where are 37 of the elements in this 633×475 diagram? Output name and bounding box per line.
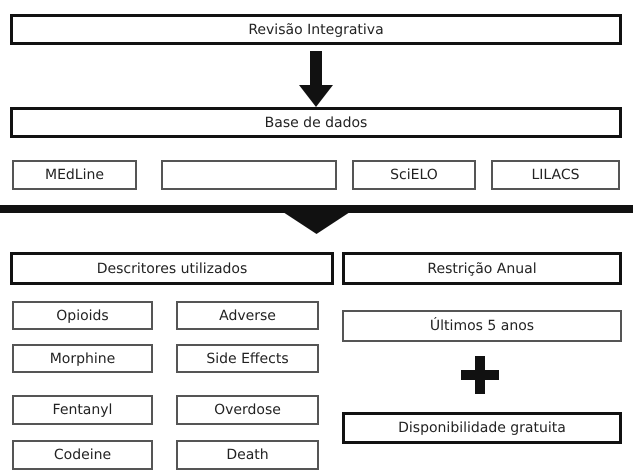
- item-box: [176, 344, 319, 373]
- empty-box: [161, 160, 337, 190]
- heading-box: [342, 252, 622, 285]
- box-label: SciELO: [390, 167, 438, 183]
- item-box: [12, 301, 153, 330]
- box-label: LILACS: [531, 167, 580, 183]
- box-label: Codeine: [54, 447, 112, 463]
- box-label: MEdLine: [45, 167, 104, 183]
- item-box: [176, 440, 319, 470]
- heading-box: [10, 107, 622, 138]
- item-box: [176, 301, 319, 330]
- box-label: Overdose: [214, 402, 281, 418]
- box-label: Disponibilidade gratuita: [398, 420, 566, 436]
- box-label: Revisão Integrativa: [248, 22, 384, 38]
- box-label: Morphine: [50, 350, 116, 366]
- item-box: [12, 160, 137, 190]
- box-label: Adverse: [219, 308, 276, 324]
- box-label: Opioids: [56, 308, 109, 324]
- item-box: [12, 344, 153, 373]
- item-box: [12, 395, 153, 425]
- box-label: Fentanyl: [52, 402, 112, 418]
- box-label: Restrição Anual: [427, 260, 537, 276]
- item-box: [12, 440, 153, 470]
- item-box: [342, 310, 622, 342]
- item-box: [352, 160, 476, 190]
- heading-box: [10, 14, 622, 45]
- item-box: [491, 160, 620, 190]
- heading-box: [10, 252, 334, 285]
- box-label: Descritores utilizados: [96, 260, 248, 276]
- box-label: Últimos 5 anos: [430, 318, 534, 334]
- arrow: [299, 51, 333, 107]
- item-box: [176, 395, 319, 425]
- divider-bar: [0, 205, 633, 234]
- heading-box: [342, 412, 622, 444]
- box-label: Base de dados: [264, 114, 368, 130]
- box-label: Side Effects: [206, 350, 289, 366]
- box-label: Death: [226, 447, 269, 463]
